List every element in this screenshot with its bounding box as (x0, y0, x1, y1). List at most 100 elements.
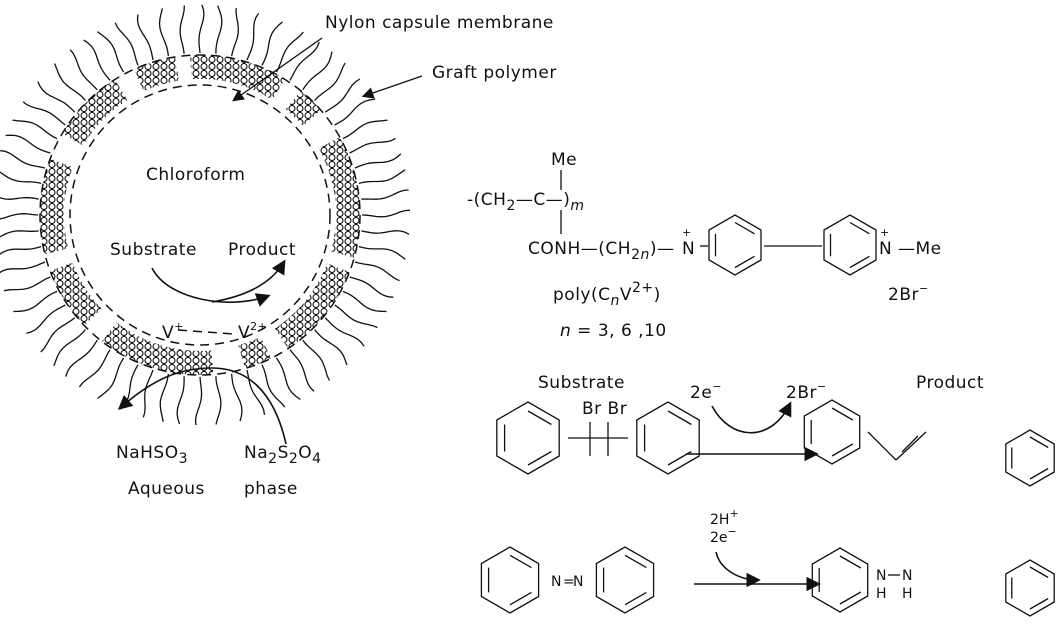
graft-chain (0, 245, 42, 255)
nylon-membrane (40, 55, 360, 375)
pyridinium-ring-right (823, 214, 877, 276)
aqueous-label: Aqueous (128, 479, 205, 499)
inner-dashed-boundary (69, 84, 331, 346)
n-values-label: n = 3, 6 ,10 (560, 321, 667, 341)
graft-chain (0, 171, 42, 185)
v-to-product-arrow (211, 259, 286, 303)
graft-chain (358, 245, 406, 260)
graft-chain (215, 5, 223, 54)
graft-chain (324, 78, 361, 113)
counterion-label: 2Br− (888, 282, 929, 305)
graft-chain (354, 153, 402, 169)
graft-label: Graft polymer (432, 63, 557, 83)
graft-chain (194, 376, 203, 426)
polymer-structure: Me -(CH2—C—)m CONH—(CH2n)— N + N + —Me (467, 150, 942, 276)
graft-chain (53, 63, 86, 101)
v-plus-label: V+ (162, 320, 184, 343)
graft-chain (275, 357, 301, 401)
nylon-pointer (232, 37, 323, 102)
substrate-inner-label: Substrate (110, 240, 197, 260)
svg-text:N: N (573, 574, 583, 590)
graft-chain (289, 349, 315, 392)
graft-chain (0, 149, 46, 169)
graft-chain (261, 364, 286, 408)
substrate-to-v2-arrow (151, 267, 271, 307)
graft-chain (0, 196, 39, 200)
polymer-name: poly(CnV2+) (553, 280, 661, 309)
graft-chain (22, 101, 66, 126)
capsule (0, 4, 411, 426)
svg-text:2H+: 2H+ (710, 507, 739, 528)
graft-chain (342, 290, 387, 313)
graft-chain (302, 51, 333, 91)
product-inner-label: Product (228, 240, 296, 260)
svg-text:N: N (876, 568, 886, 584)
graft-chain (230, 8, 239, 57)
svg-text:2e−: 2e− (690, 380, 722, 403)
graft-chain (349, 276, 394, 298)
graft-chain (53, 329, 86, 367)
svg-text:—Me: —Me (898, 239, 942, 259)
graft-chain (314, 62, 346, 101)
svg-text:N: N (682, 239, 695, 259)
svg-text:N: N (902, 568, 912, 584)
graft-chain (158, 8, 170, 57)
graft-chain (261, 21, 283, 66)
nylon-label: Nylon capsule membrane (325, 13, 554, 33)
benzene-ring (803, 399, 861, 465)
graft-chain (3, 276, 51, 292)
svg-text:-(CH2—C—)m: -(CH2—C—)m (467, 190, 585, 214)
graft-chain (65, 339, 98, 377)
graft-chain (289, 41, 320, 81)
graft-chain (342, 119, 388, 140)
graft-chain (40, 317, 76, 353)
reaction-2: N = N N N H H 2H+ 2e− (480, 507, 1055, 617)
graft-chain (159, 373, 170, 422)
svg-text:=: = (563, 574, 575, 590)
graft-chain (349, 137, 396, 154)
graft-chain (275, 31, 304, 73)
svg-text:Product: Product (916, 373, 984, 393)
graft-chain (26, 304, 66, 334)
graft-chain (302, 339, 330, 381)
graft-chain (142, 369, 154, 418)
svg-text:2Br−: 2Br− (786, 380, 827, 403)
graft-chain (361, 209, 411, 218)
graft-chain (334, 304, 378, 329)
graft-chain (230, 373, 243, 422)
nahso3-label: NaHSO3 (116, 443, 188, 467)
graft-chain (361, 189, 409, 200)
benzene-ring (496, 401, 560, 475)
graft-chain (97, 31, 125, 73)
graft-chain (114, 22, 139, 66)
graft-chain (83, 39, 111, 81)
graft-chain (358, 169, 406, 185)
benzene-ring (1005, 429, 1055, 487)
graft-chain (78, 349, 111, 388)
graft-polymer-chains (0, 4, 411, 426)
aqueous-curve-arrow (117, 367, 287, 445)
graft-chain (198, 4, 205, 54)
v-2plus-label: V2+ (238, 320, 267, 343)
graft-chain (136, 14, 154, 61)
graft-chain (176, 376, 185, 425)
svg-text:N: N (879, 239, 892, 259)
graft-pointer (361, 75, 423, 99)
outer-dashed-boundary (39, 54, 361, 376)
svg-text:+: + (880, 226, 889, 239)
svg-text:Br Br: Br Br (582, 399, 627, 419)
benzene-ring (480, 546, 540, 614)
v-dash-connector (177, 329, 235, 335)
svg-text:Substrate: Substrate (538, 373, 625, 393)
graft-chain (97, 357, 125, 399)
graft-chain (354, 261, 400, 282)
graft-chain (13, 290, 58, 313)
benzene-ring (1005, 559, 1055, 617)
graft-chain (12, 119, 58, 140)
graft-chain (246, 369, 266, 416)
graft-chain (314, 329, 348, 366)
reaction-1: Substrate Product Br Br 2e− 2Br− (496, 373, 1055, 487)
graft-chain (0, 261, 46, 274)
graft-chain (215, 376, 222, 425)
benzene-ring (811, 547, 869, 613)
